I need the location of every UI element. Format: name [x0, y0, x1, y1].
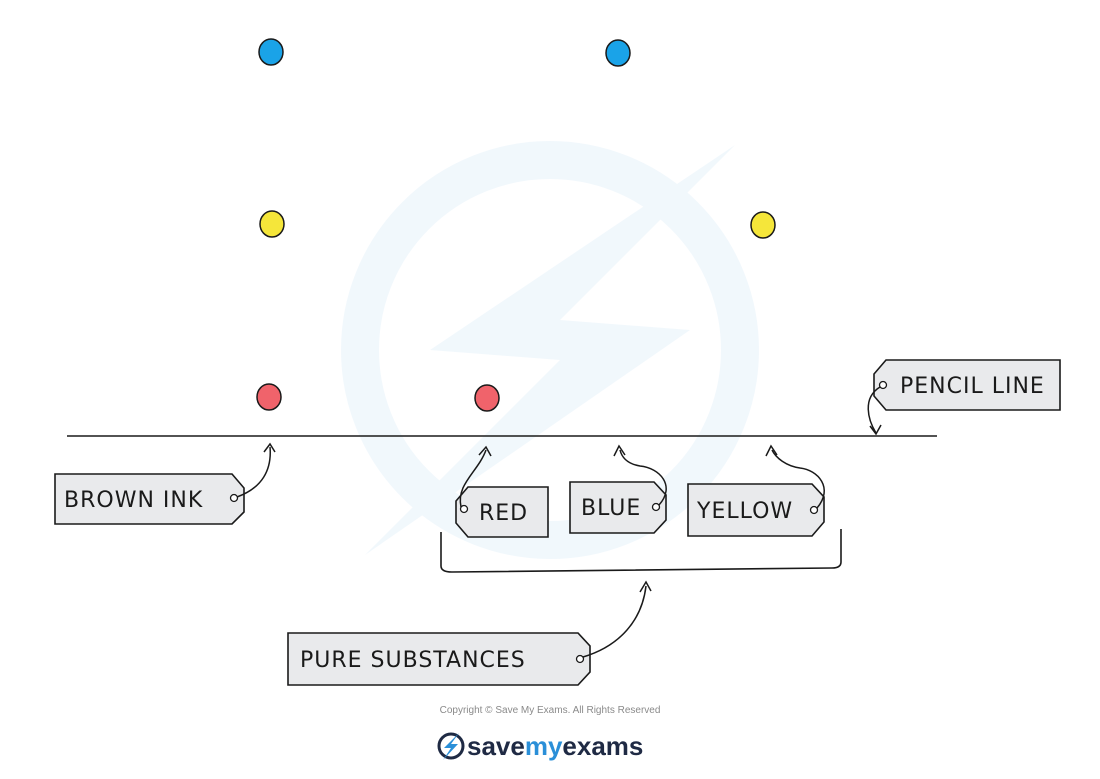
- copyright-text: Copyright © Save My Exams. All Rights Re…: [440, 705, 661, 716]
- brown-ink-red-spot: [256, 383, 282, 411]
- brand-save: save: [467, 731, 525, 761]
- yellow-label: YELLOW: [696, 499, 793, 524]
- blue-spot: [605, 39, 631, 67]
- brand-exams: exams: [562, 731, 643, 761]
- red-tag: RED: [455, 445, 549, 538]
- svg-text:savemyexams: savemyexams: [467, 731, 643, 761]
- pencil-line-tag: PENCIL LINE: [867, 359, 1061, 436]
- pencil-line-label: PENCIL LINE: [900, 374, 1045, 399]
- red-label: RED: [479, 501, 528, 526]
- brown-ink-tag: BROWN INK: [54, 442, 276, 525]
- brown-ink-yellow-spot: [259, 210, 285, 238]
- yellow-spot: [750, 211, 776, 239]
- brown-ink-label: BROWN INK: [64, 488, 203, 513]
- red-spot: [474, 384, 500, 412]
- brand-my: my: [525, 731, 563, 761]
- save-my-exams-logo: savemyexams: [437, 731, 643, 761]
- brown-ink-blue-spot: [258, 38, 284, 66]
- pure-substances-tag: PURE SUBSTANCES: [287, 580, 652, 686]
- lightning-bolt-icon: [437, 732, 465, 760]
- watermark-logo: [341, 141, 759, 559]
- yellow-tag: YELLOW: [687, 444, 825, 537]
- pure-substances-bracket: [440, 529, 842, 573]
- blue-label: BLUE: [581, 496, 641, 521]
- pure-substances-label: PURE SUBSTANCES: [300, 648, 526, 673]
- blue-tag: BLUE: [569, 444, 667, 534]
